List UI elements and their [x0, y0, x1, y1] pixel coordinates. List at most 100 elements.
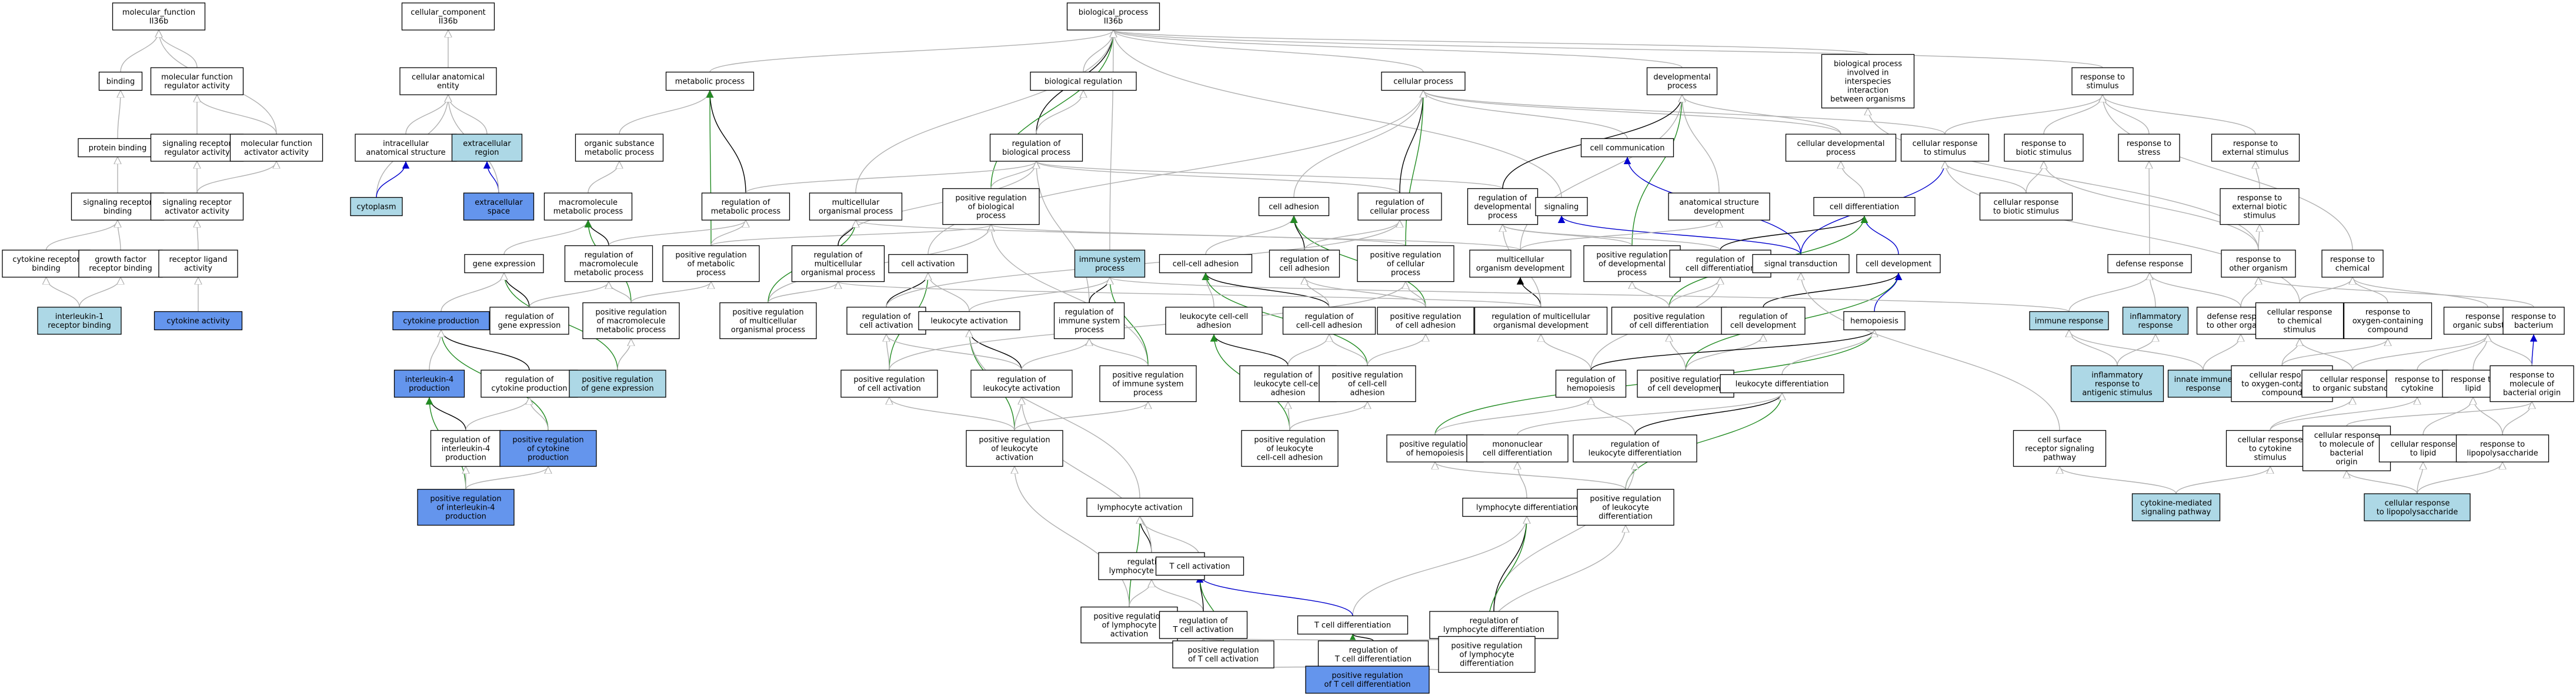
- node-label-line: signaling receptor: [162, 139, 232, 148]
- edge-is-a: [197, 220, 198, 251]
- node-label-line: biological_process: [1079, 8, 1149, 17]
- node-label-line: gene expression: [498, 321, 561, 330]
- edge-regulates: [1590, 330, 1878, 371]
- node-label-line: biological process: [1834, 60, 1902, 69]
- node-label-line: regulation of: [722, 198, 770, 207]
- go-term-node-ckprod: cytokine production: [392, 311, 490, 331]
- node-box: [1474, 307, 1608, 335]
- edge-regulates: [500, 272, 530, 308]
- edge-is-a: [1503, 224, 1633, 247]
- edge-is-a: [2417, 334, 2488, 371]
- node-label-line: of lymphocyte: [1102, 621, 1156, 630]
- edge-regulates: [1202, 272, 1330, 308]
- node-label-line: cellular response: [2267, 308, 2333, 317]
- edge-is-a: [2422, 397, 2473, 435]
- node-box: [2013, 430, 2107, 467]
- node-label-line: development: [1694, 207, 1744, 216]
- node-box: [2225, 430, 2315, 467]
- edge-positively-regulates: [1625, 393, 1786, 490]
- node-label-line: regulation of: [505, 375, 554, 384]
- node-box: [1429, 611, 1559, 639]
- node-label-line: to molecule of: [2319, 440, 2374, 449]
- edge-is-a: [927, 91, 1423, 255]
- node-label-line: response to: [2465, 312, 2510, 321]
- node-label-line: of T cell activation: [1188, 655, 1259, 664]
- node-box: [150, 67, 244, 95]
- node-label-line: developmental: [1474, 203, 1531, 212]
- edge-is-a: [889, 397, 1015, 431]
- node-label-line: differentiation: [1599, 513, 1653, 521]
- edge-is-a: [1945, 161, 2027, 194]
- node-box: [1646, 67, 1718, 95]
- edge-is-a: [1944, 94, 2103, 135]
- edge-is-a: [1089, 338, 1149, 366]
- node-label-line: regulation of: [442, 436, 490, 445]
- node-label-line: organismal process: [731, 326, 805, 335]
- node-label-line: of immune system: [1112, 380, 1183, 389]
- node-box: [393, 370, 465, 398]
- node-label-line: biotic stimulus: [2016, 148, 2072, 157]
- node-label-line: process: [976, 212, 1006, 221]
- node-label-line: defense response: [2115, 260, 2183, 269]
- node-label-line: gene expression: [473, 260, 536, 269]
- edge-is-a: [2353, 277, 2488, 308]
- node-label-line: positive regulation: [1254, 436, 1325, 445]
- node-label-line: signal transduction: [1764, 260, 1838, 269]
- edge-is-a: [2352, 334, 2488, 371]
- node-label-line: of hemopoiesis: [1406, 449, 1464, 458]
- node-label-line: organism development: [1476, 264, 1564, 273]
- go-term-node-regtcellact: regulation ofT cell activation: [1159, 611, 1248, 639]
- edge-positively-regulates: [706, 90, 714, 246]
- node-box: [2302, 425, 2391, 471]
- node-label-line: process: [1488, 212, 1517, 221]
- edge-is-a: [1129, 579, 1152, 607]
- node-box: [1357, 245, 1454, 282]
- node-box: [1856, 254, 1941, 274]
- node-label-line: biological process: [1002, 148, 1070, 157]
- edge-is-a: [2044, 161, 2259, 251]
- node-box: [840, 370, 938, 398]
- node-box: [2071, 67, 2134, 95]
- node-label-line: T cell differentiation: [1334, 655, 1412, 664]
- node-box: [665, 71, 755, 91]
- node-box: [1159, 611, 1248, 639]
- node-label-line: mononuclear: [1492, 440, 1543, 449]
- node-label-line: of interleukin-4: [436, 504, 495, 513]
- node-box: [464, 254, 544, 274]
- node-label-line: production: [409, 384, 450, 393]
- edge-regulates: [1634, 393, 1786, 435]
- node-label-line: positive regulation: [1187, 646, 1259, 655]
- go-term-node-hemopoiesis: hemopoiesis: [1843, 311, 1906, 331]
- node-label-line: response to: [2080, 73, 2125, 82]
- edge-is-a: [2060, 466, 2177, 494]
- node-label-line: to stimulus: [1924, 148, 1966, 157]
- edge-is-a: [1632, 281, 1670, 308]
- edge-is-a: [118, 220, 121, 251]
- node-label-line: positive regulation: [675, 251, 746, 260]
- node-label-line: cellular response: [2314, 431, 2380, 440]
- node-label-line: metabolic process: [596, 326, 666, 335]
- node-label-line: hemopoiesis: [1850, 317, 1898, 326]
- node-box: [1583, 245, 1681, 282]
- node-label-line: immune system: [1079, 255, 1141, 264]
- node-label-line: positive regulation: [582, 375, 653, 384]
- edge-is-a: [1288, 402, 1290, 431]
- node-box: [392, 311, 490, 331]
- edge-is-a: [588, 161, 619, 194]
- edge-is-a: [46, 277, 80, 308]
- node-label-line: involved in: [1847, 69, 1888, 78]
- edge-is-a: [2473, 397, 2503, 435]
- node-label-line: of gene expression: [581, 384, 653, 393]
